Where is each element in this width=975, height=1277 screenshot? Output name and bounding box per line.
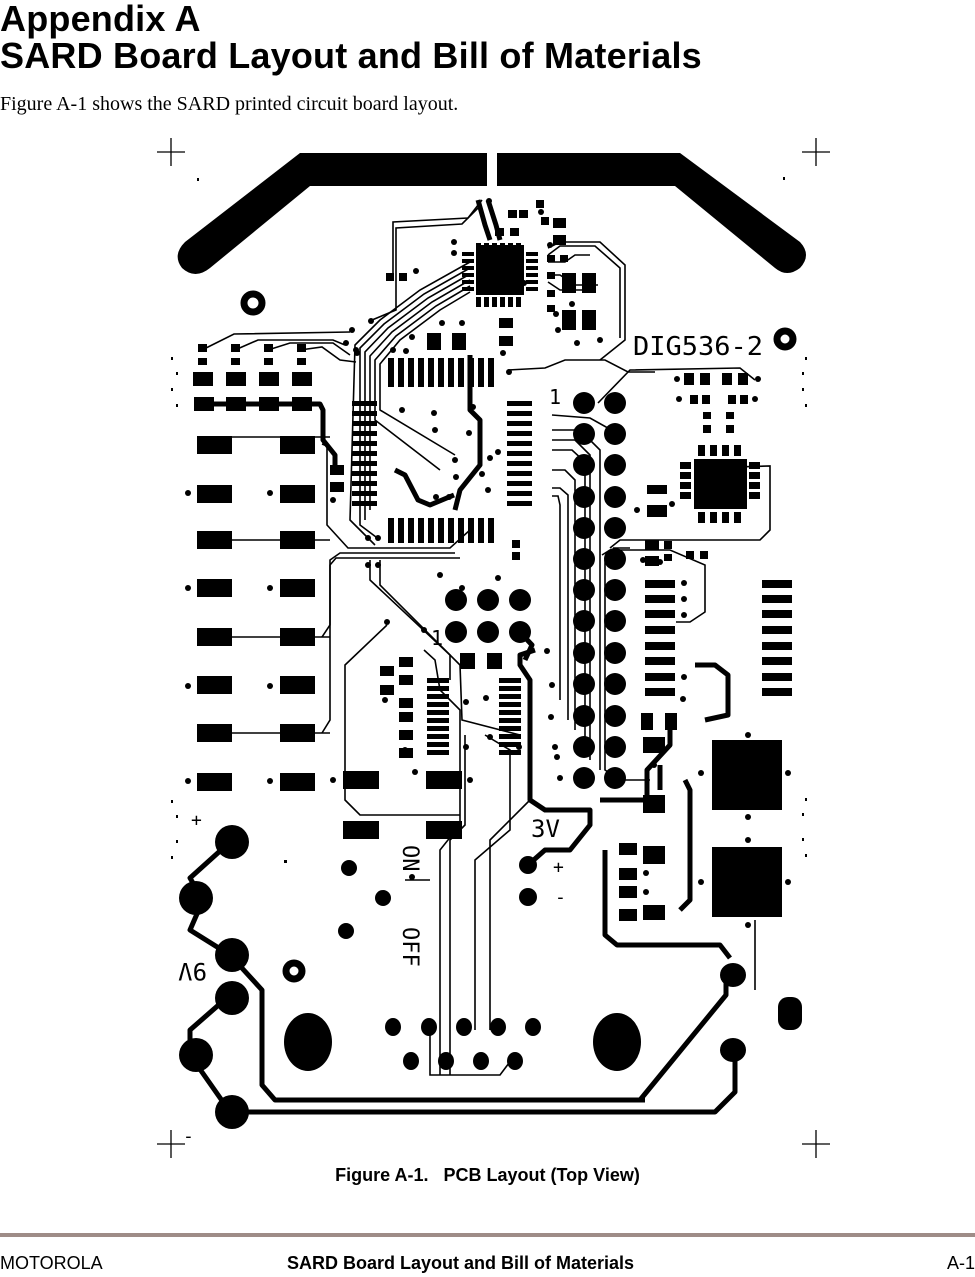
signal-traces <box>200 199 771 1076</box>
battery-9v-plus: + <box>191 810 202 831</box>
figure-caption-title: PCB Layout (Top View) <box>443 1165 640 1185</box>
intro-paragraph: Figure A-1 shows the SARD printed circui… <box>0 93 459 115</box>
page-heading: Appendix A SARD Board Layout and Bill of… <box>0 0 702 74</box>
figure-caption-number: Figure A-1. <box>335 1165 429 1185</box>
smd-pads <box>193 200 792 921</box>
switch-off-label: OFF <box>397 927 422 967</box>
header-pin1-label: 1 <box>549 385 561 409</box>
appendix-title: Appendix A <box>0 0 201 39</box>
mounting-holes <box>240 290 797 983</box>
footer-section-title: SARD Board Layout and Bill of Materials <box>287 1253 635 1273</box>
antenna-traces <box>177 153 806 274</box>
battery-3v-minus: - <box>555 887 566 908</box>
battery-3v-label: 3V <box>531 815 560 843</box>
figure-caption: Figure A-1. PCB Layout (Top View) <box>0 1163 975 1187</box>
silkscreen: DIG536-2 1 1 3V + - + - 9V ON OFF <box>178 332 763 1147</box>
battery-9v-label: 9V <box>178 957 207 985</box>
connector-pin1-label: 1 <box>431 626 443 650</box>
switch-on-label: ON <box>397 845 422 872</box>
through-hole-pads <box>179 392 802 1129</box>
board-id-label: DIG536-2 <box>633 332 763 362</box>
footer-rule <box>0 1233 975 1237</box>
footer-page-number: A-1 <box>946 1253 975 1273</box>
page-footer: MOTOROLA SARD Board Layout and Bill of M… <box>0 1251 975 1277</box>
registration-marks <box>157 138 830 1158</box>
footer-company: MOTOROLA <box>0 1253 103 1273</box>
board-edge-ticks <box>171 177 807 863</box>
battery-3v-plus: + <box>553 857 564 878</box>
appendix-subtitle: SARD Board Layout and Bill of Materials <box>0 35 702 76</box>
vias <box>185 198 791 928</box>
battery-9v-minus: - <box>183 1126 194 1147</box>
